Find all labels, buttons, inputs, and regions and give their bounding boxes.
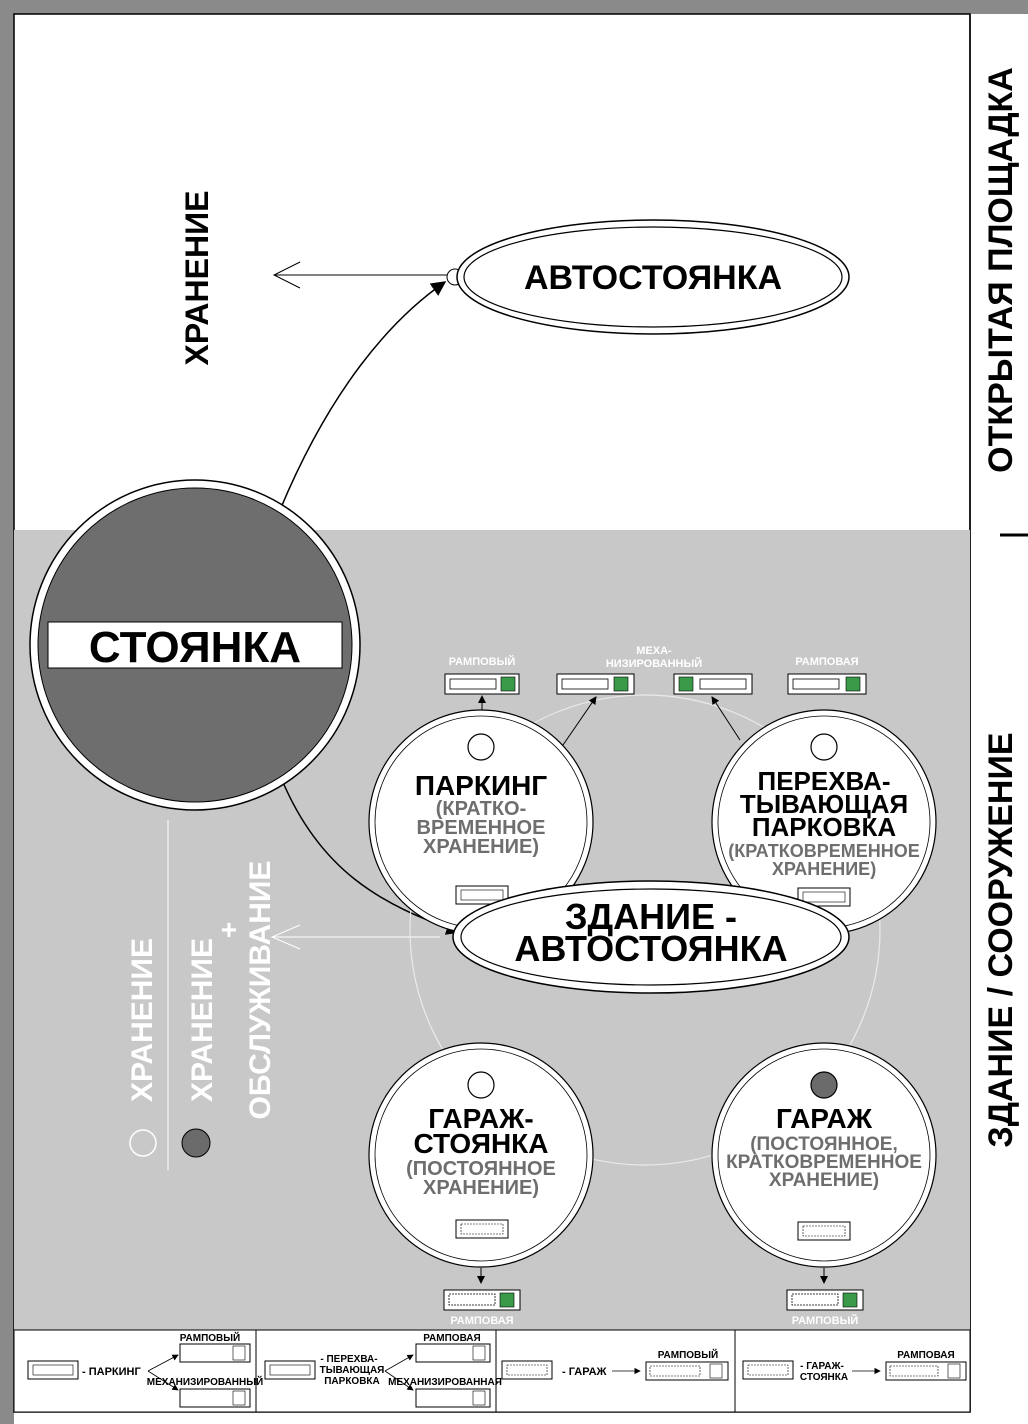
- bottom-legend: [13, 1329, 971, 1413]
- garage-lot-sub-1: (ПОСТОЯННОЕ: [406, 1158, 556, 1180]
- parking-sub-2: ВРЕМЕННОЕ: [417, 817, 546, 839]
- legend-parking-label: - ПАРКИНГ: [82, 1366, 141, 1378]
- legend-intercept-mech: МЕХАНИЗИРОВАННАЯ: [388, 1377, 502, 1388]
- legend-intercept-rampovaya: РАМПОВАЯ: [423, 1333, 480, 1344]
- intercept-title-3: ПАРКОВКА: [752, 812, 897, 842]
- legend-cell-intercept: - ПЕРЕХВА- ТЫВАЮЩАЯ ПАРКОВКА РАМПОВАЯ МЕ…: [264, 1333, 502, 1408]
- intercept-title-2: ТЫВАЮЩАЯ: [740, 789, 908, 819]
- building-autostoyanka-node: ЗДАНИЕ - АВТОСТОЯНКА: [452, 880, 850, 994]
- bottom-type-rampovyi: РАМПОВЫЙ: [786, 1268, 864, 1327]
- top-label-mech2: НИЗИРОВАННЫЙ: [606, 657, 702, 670]
- legend-garage-label: - ГАРАЖ: [562, 1366, 607, 1378]
- circle-parking: ПАРКИНГ (КРАТКО- ВРЕМЕННОЕ ХРАНЕНИЕ): [368, 709, 594, 935]
- legend-plus: +: [213, 922, 244, 938]
- arrow-to-autostoyanka: [279, 281, 447, 511]
- autostoyanka-title: АВТОСТОЯНКА: [524, 259, 782, 297]
- garage-lot-title-2: СТОЯНКА: [414, 1128, 549, 1159]
- legend-storage2: ХРАНЕНИЕ: [186, 938, 219, 1102]
- parking-title: ПАРКИНГ: [415, 770, 547, 801]
- legend-cell-garage-lot: - ГАРАЖ- СТОЯНКА РАМПОВАЯ: [742, 1350, 967, 1383]
- garage-title: ГАРАЖ: [776, 1103, 873, 1134]
- side-label-building: ЗДАНИЕ / СООРУЖЕНИЕ: [982, 732, 1020, 1147]
- garage-lot-sub-2: ХРАНЕНИЕ): [423, 1177, 539, 1199]
- intercept-sub-2: ХРАНЕНИЕ): [772, 859, 876, 879]
- top-border: [0, 0, 1028, 14]
- legend-intercept-1: - ПЕРЕХВА-: [320, 1354, 377, 1365]
- legend-open-circle: [129, 1129, 157, 1157]
- garage-sub-3: ХРАНЕНИЕ): [769, 1170, 879, 1191]
- legend-parking-mech: МЕХАНИЗИРОВАННЫЙ: [147, 1375, 263, 1388]
- bottom-label-rampovaya: РАМПОВАЯ: [450, 1315, 513, 1327]
- garage-sub-1: (ПОСТОЯННОЕ,: [750, 1134, 898, 1155]
- intercept-title-1: ПЕРЕХВА-: [758, 766, 891, 796]
- building-title-2: АВТОСТОЯНКА: [514, 928, 787, 969]
- left-border: [0, 0, 14, 1424]
- top-type-mech: МЕХА- НИЗИРОВАННЫЙ: [556, 645, 753, 746]
- legend-service: ОБСЛУЖИВАНИЕ: [244, 861, 277, 1120]
- legend-parking-rampovyi: РАМПОВЫЙ: [180, 1331, 241, 1344]
- building-title-1: ЗДАНИЕ -: [565, 896, 737, 937]
- circle-garage: ГАРАЖ (ПОСТОЯННОЕ, КРАТКОВРЕМЕННОЕ ХРАНЕ…: [711, 1042, 937, 1268]
- circle-intercept: ПЕРЕХВА- ТЫВАЮЩАЯ ПАРКОВКА (КРАТКОВРЕМЕН…: [711, 709, 937, 935]
- legend-cell-garage: - ГАРАЖ РАМПОВЫЙ: [501, 1348, 729, 1381]
- stoyanka-sign: СТОЯНКА: [29, 479, 361, 811]
- top-type-rampovyi: РАМПОВЫЙ: [444, 655, 520, 710]
- legend-filled-circle: [181, 1128, 211, 1158]
- top-label-rampovyi: РАМПОВЫЙ: [449, 655, 516, 668]
- bottom-type-rampovaya: РАМПОВАЯ: [443, 1268, 521, 1327]
- legend-intercept-2: ТЫВАЮЩАЯ: [320, 1365, 385, 1376]
- top-type-rampovaya: РАМПОВАЯ: [787, 656, 867, 695]
- legend-storage: ХРАНЕНИЕ: [126, 938, 159, 1102]
- parking-sub-3: ХРАНЕНИЕ): [423, 836, 539, 858]
- top-label-mech1: МЕХА-: [636, 645, 672, 657]
- intercept-sub-1: (КРАТКОВРЕМЕННОЕ: [728, 841, 920, 861]
- indicator-storage-service: [810, 1071, 838, 1099]
- top-label-rampovaya: РАМПОВАЯ: [795, 656, 858, 668]
- garage-sub-2: КРАТКОВРЕМЕННОЕ: [726, 1152, 922, 1173]
- legend-garage-lot-rampovaya: РАМПОВАЯ: [897, 1350, 954, 1361]
- parking-sub-1: (КРАТКО-: [436, 798, 527, 820]
- legend-garage-lot-2: СТОЯНКА: [800, 1372, 848, 1383]
- indicator-storage-only: [467, 733, 495, 761]
- legend-intercept-3: ПАРКОВКА: [324, 1376, 380, 1387]
- legend-garage-rampovyi: РАМПОВЫЙ: [658, 1348, 719, 1361]
- stoyanka-title: СТОЯНКА: [89, 623, 301, 672]
- bottom-label-rampovyi: РАМПОВЫЙ: [792, 1314, 859, 1327]
- legend-garage-lot-1: - ГАРАЖ-: [800, 1361, 844, 1372]
- circle-garage-lot: ГАРАЖ- СТОЯНКА (ПОСТОЯННОЕ ХРАНЕНИЕ): [368, 1042, 594, 1268]
- storage-label-top: ХРАНЕНИЕ: [179, 191, 215, 366]
- garage-lot-title-1: ГАРАЖ-: [428, 1103, 533, 1134]
- legend-cell-parking: - ПАРКИНГ РАМПОВЫЙ МЕХАНИЗИРОВАННЫЙ: [27, 1331, 263, 1408]
- side-label-open-area: ОТКРЫТАЯ ПЛОЩАДКА: [982, 67, 1020, 473]
- autostoyanka-node: АВТОСТОЯНКА: [456, 219, 850, 335]
